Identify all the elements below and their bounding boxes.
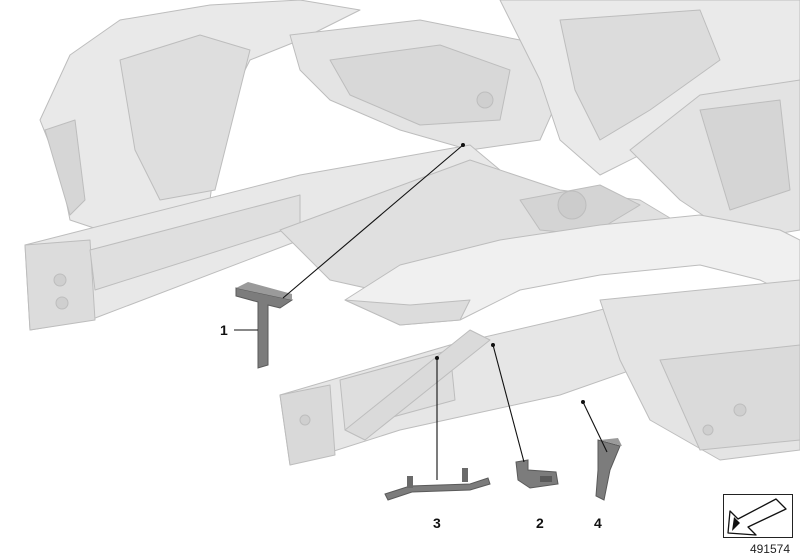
part-1-bracket <box>235 282 294 369</box>
callout-2: 2 <box>536 515 544 531</box>
callout-1: 1 <box>220 322 228 338</box>
leader-2 <box>492 344 525 463</box>
part-3-bracket <box>384 468 491 501</box>
part-4-bracket <box>595 438 622 501</box>
leader-lines <box>282 144 608 480</box>
leader-4 <box>582 401 608 453</box>
part-2-bracket <box>515 459 559 489</box>
right-wheel-arch <box>344 214 800 326</box>
diagonal-brace <box>344 329 491 441</box>
view-direction-arrow-icon <box>727 498 787 536</box>
document-number: 491574 <box>749 542 790 556</box>
view-direction-box <box>723 494 793 538</box>
callout-3: 3 <box>433 515 441 531</box>
leader-endpoints <box>435 143 585 404</box>
callout-4: 4 <box>594 515 602 531</box>
leader-1 <box>282 144 464 299</box>
front-body-structure <box>24 0 800 466</box>
